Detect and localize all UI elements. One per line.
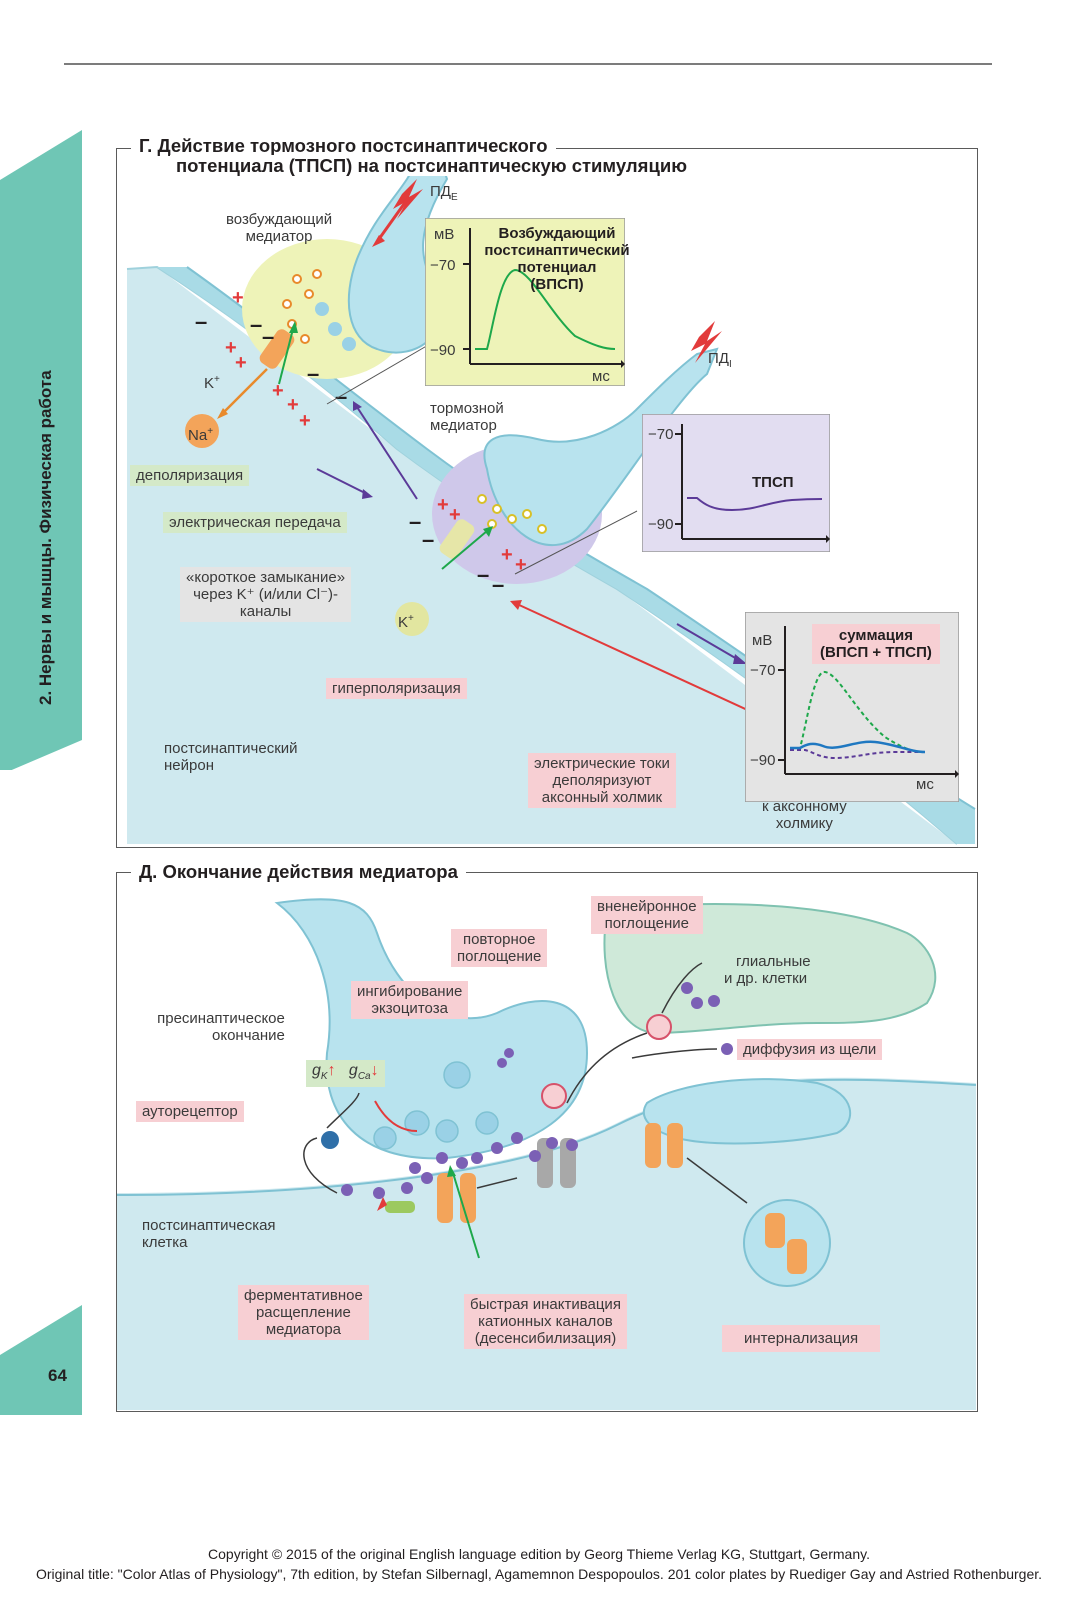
svg-text:+: + xyxy=(287,394,299,416)
pd-e-label: ПДE xyxy=(430,183,458,203)
sum-title: суммация (ВПСП + ТПСП) xyxy=(812,624,940,664)
exocytosis-inhibition-label: ингибирование экзоцитоза xyxy=(351,981,469,1019)
reuptake-label: повторное поглощение xyxy=(451,929,548,967)
svg-text:–: – xyxy=(195,309,207,334)
svg-text:+: + xyxy=(272,380,284,402)
electric-transmission-label: электрическая передача xyxy=(163,512,347,533)
enzymatic-cleavage-label: ферментативное расщепление медиатора xyxy=(238,1285,369,1340)
postsynaptic-neuron-label: постсинаптический нейрон xyxy=(164,740,298,774)
glial-cells-label: глиальные и др. клетки xyxy=(724,953,811,987)
autoreceptor-label: ауторецептор xyxy=(136,1101,244,1122)
svg-text:+: + xyxy=(232,287,244,309)
epsp-title: Возбуждающий постсинаптический потенциал… xyxy=(484,225,630,293)
sum-unit: мВ xyxy=(752,632,773,649)
ipsp-y-bottom: −90 xyxy=(648,516,674,533)
to-hillock-label: к аксонному холмику xyxy=(762,798,847,832)
chapter-side-tab xyxy=(0,130,82,770)
epsp-x-unit: мс xyxy=(592,368,610,385)
fast-inactivation-label: быстрая инактивация катионных каналов (д… xyxy=(464,1294,627,1349)
k-ion-label: K+ xyxy=(204,374,220,392)
ipsp-graph xyxy=(642,414,830,552)
svg-text:+: + xyxy=(299,410,311,432)
svg-text:+: + xyxy=(225,337,237,359)
svg-text:+: + xyxy=(437,494,449,516)
excitatory-mediator-label: возбуждающий медиатор xyxy=(226,211,333,245)
na-ion-label: Na+ xyxy=(188,426,214,444)
ipsp-title: ТПСП xyxy=(752,474,794,491)
svg-text:–: – xyxy=(409,509,421,534)
extraneuronal-uptake-label: вненейронное поглощение xyxy=(591,896,703,934)
svg-text:+: + xyxy=(501,544,513,566)
k-ion-label-2: K+ xyxy=(398,613,414,631)
inhibitory-mediator-label: тормозной медиатор xyxy=(430,400,504,434)
ipsp-diagram: +++ +++ ++ ++ ––– –– –– –– xyxy=(126,149,976,845)
svg-text:–: – xyxy=(335,384,347,409)
page-number-tab xyxy=(0,1305,82,1415)
presynaptic-ending-label: пресинаптическое окончание xyxy=(157,1010,285,1044)
sum-y-bottom: −90 xyxy=(750,752,776,769)
postsynaptic-cell-label: постсинаптическая клетка xyxy=(142,1217,276,1251)
sum-x-unit: мс xyxy=(916,776,934,793)
sum-y-top: −70 xyxy=(750,662,776,679)
currents-label: электрические токи деполяризуют аксонный… xyxy=(528,753,676,808)
page-number: 64 xyxy=(48,1366,67,1385)
diffusion-label: диффузия из щели xyxy=(737,1039,883,1060)
epsp-y-top: −70 xyxy=(430,257,456,274)
panel-mediator-end-title: Д. Окончание действия медиатора xyxy=(131,861,466,882)
svg-text:+: + xyxy=(515,554,527,576)
svg-text:–: – xyxy=(307,361,319,386)
gk-gca-label: gK↑ gCa↓ xyxy=(306,1060,385,1088)
copyright-line-1: Copyright © 2015 of the original English… xyxy=(208,1546,870,1562)
copyright-line-2: Original title: "Color Atlas of Physiolo… xyxy=(35,1566,1043,1582)
svg-text:–: – xyxy=(250,312,262,337)
hyperpolarization-label: гиперполяризация xyxy=(326,678,467,699)
depolarization-label: деполяризация xyxy=(130,465,250,486)
short-circuit-label: «короткое замыкание» через K⁺ (и/или Cl⁻… xyxy=(180,567,352,622)
panel-ipsp-title-line2: потенциала (ТПСП) на постсинаптическую с… xyxy=(170,155,693,176)
pd-i-label: ПДI xyxy=(708,350,732,370)
svg-text:+: + xyxy=(449,504,461,526)
mediator-end-diagram xyxy=(117,898,976,1410)
internalization-label: интернализация xyxy=(722,1325,881,1352)
svg-text:–: – xyxy=(422,527,434,552)
svg-text:–: – xyxy=(492,572,504,597)
epsp-unit: мВ xyxy=(434,226,455,243)
svg-text:+: + xyxy=(235,352,247,374)
chapter-title: 2. Нервы и мышцы. Физическая работа xyxy=(36,370,55,705)
svg-text:–: – xyxy=(477,562,489,587)
epsp-y-bottom: −90 xyxy=(430,342,456,359)
panel-ipsp-title-line1: Г. Действие тормозного постсинаптическог… xyxy=(131,135,556,156)
ipsp-y-top: −70 xyxy=(648,426,674,443)
epsp-graph xyxy=(425,218,625,386)
top-rule xyxy=(64,63,992,65)
svg-text:–: – xyxy=(262,324,274,349)
